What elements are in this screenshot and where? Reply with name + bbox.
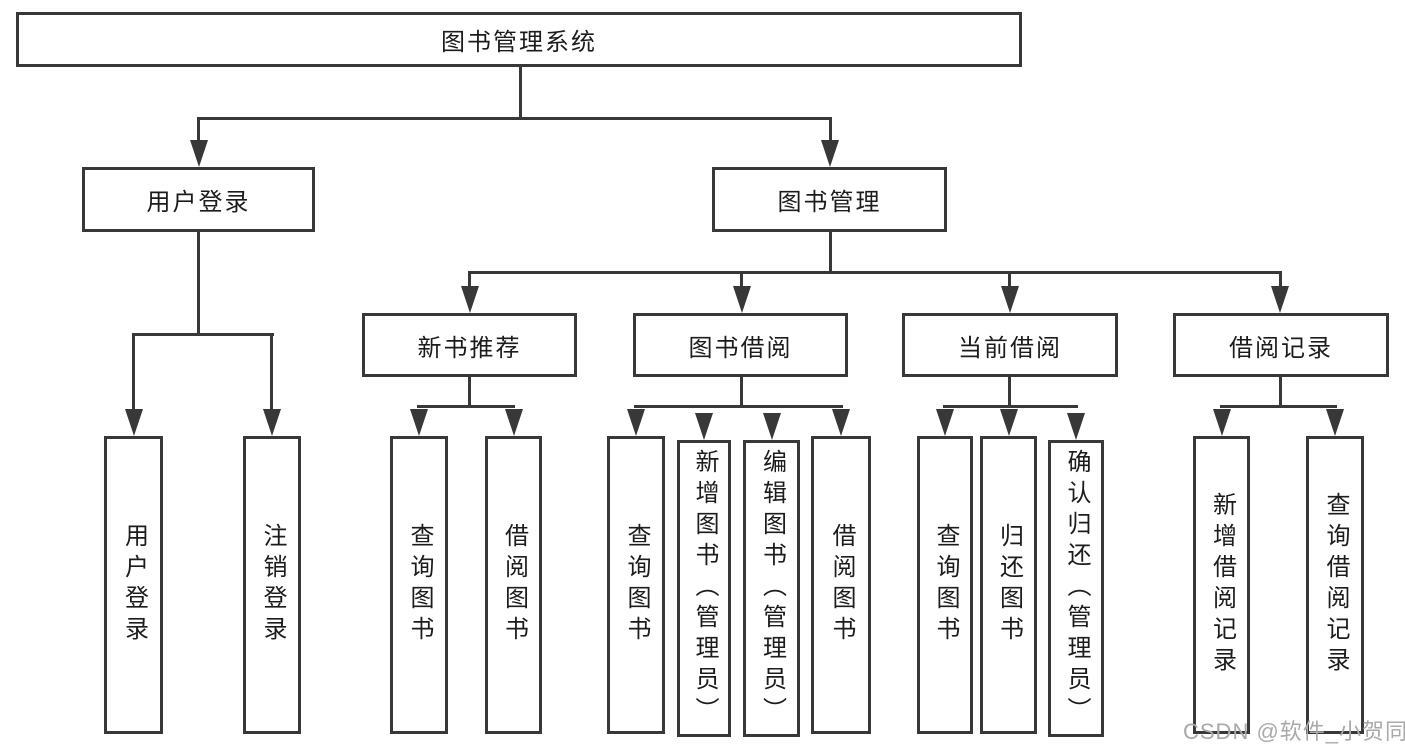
leaf-label: 编辑图书（管理员） xyxy=(758,449,786,728)
node-root-label: 图书管理系统 xyxy=(441,29,597,56)
arrow-down-icon xyxy=(505,409,523,436)
arrow-down-icon xyxy=(1271,286,1289,313)
leaf-label: 借阅图书 xyxy=(500,523,528,647)
connector-records-vertical xyxy=(1279,377,1282,408)
leaf-borrow-add-admin: 新增图书（管理员） xyxy=(677,440,731,737)
connector-root-drop-left xyxy=(197,117,200,143)
leaf-current-return: 归还图书 xyxy=(980,436,1037,734)
connector-borrow-horizontal xyxy=(634,405,843,408)
node-root-library-system: 图书管理系统 xyxy=(16,12,1022,67)
arrow-down-icon xyxy=(1000,409,1018,436)
connector-root-horizontal xyxy=(197,117,832,120)
node-user-login-label: 用户登录 xyxy=(146,189,251,216)
connector-manage-drop-3 xyxy=(1008,271,1011,289)
leaf-label: 确认归还（管理员） xyxy=(1063,449,1090,728)
connector-manage-drop-2 xyxy=(740,271,743,289)
leaf-label: 新增图书（管理员） xyxy=(691,449,718,728)
arrow-down-icon xyxy=(125,409,143,436)
leaf-newbook-borrow: 借阅图书 xyxy=(485,436,542,734)
arrow-down-icon xyxy=(1067,413,1085,440)
arrow-down-icon xyxy=(1213,409,1231,436)
arrow-down-icon xyxy=(936,409,954,436)
arrow-down-icon xyxy=(410,409,428,436)
leaf-logout: 注销登录 xyxy=(243,436,301,734)
leaf-borrow-query: 查询图书 xyxy=(607,436,665,734)
connector-borrow-vertical xyxy=(740,377,743,408)
connector-manage-drop-1 xyxy=(468,271,471,289)
connector-newbook-vertical xyxy=(468,377,471,408)
leaf-label: 用户登录 xyxy=(120,523,148,647)
leaf-newbook-query: 查询图书 xyxy=(390,436,448,734)
leaf-label: 归还图书 xyxy=(995,523,1023,647)
leaf-label: 查询借阅记录 xyxy=(1322,492,1349,678)
leaf-borrow-borrow: 借阅图书 xyxy=(811,436,871,734)
connector-login-vertical xyxy=(197,232,200,336)
connector-root-drop-right xyxy=(829,117,832,143)
arrow-down-icon xyxy=(1326,409,1344,436)
node-book-borrow-label: 图书借阅 xyxy=(688,334,793,362)
leaf-borrow-edit-admin: 编辑图书（管理员） xyxy=(743,440,800,737)
connector-manage-drop-4 xyxy=(1279,271,1282,289)
arrow-down-icon xyxy=(763,413,781,440)
leaf-records-add: 新增借阅记录 xyxy=(1193,436,1250,734)
arrow-down-icon xyxy=(832,409,850,436)
arrow-down-icon xyxy=(821,140,839,167)
connector-manage-horizontal xyxy=(468,271,1282,274)
node-book-manage: 图书管理 xyxy=(712,167,947,232)
arrow-down-icon xyxy=(695,413,713,440)
connector-records-horizontal xyxy=(1220,405,1337,408)
leaf-records-query: 查询借阅记录 xyxy=(1306,436,1364,734)
connector-login-drop-1 xyxy=(132,333,135,411)
watermark: CSDN @软件_小贺同学 xyxy=(1183,719,1405,744)
connector-current-vertical xyxy=(1008,377,1011,408)
node-book-borrow: 图书借阅 xyxy=(633,313,848,377)
connector-newbook-horizontal xyxy=(417,405,515,408)
node-user-login: 用户登录 xyxy=(82,167,315,232)
arrow-down-icon xyxy=(1001,286,1019,313)
node-borrow-records-label: 借阅记录 xyxy=(1229,334,1333,362)
node-borrow-records: 借阅记录 xyxy=(1173,313,1389,377)
leaf-current-query: 查询图书 xyxy=(917,436,973,734)
leaf-label: 查询图书 xyxy=(623,523,650,647)
leaf-label: 注销登录 xyxy=(259,523,286,647)
leaf-label: 查询图书 xyxy=(932,523,959,647)
arrow-down-icon xyxy=(263,409,281,436)
node-current-borrow: 当前借阅 xyxy=(902,313,1118,377)
node-new-book-label: 新书推荐 xyxy=(417,334,522,362)
node-book-manage-label: 图书管理 xyxy=(777,189,882,216)
arrow-down-icon xyxy=(733,286,751,313)
connector-current-horizontal xyxy=(943,405,1078,408)
leaf-current-confirm-admin: 确认归还（管理员） xyxy=(1048,440,1104,737)
leaf-label: 借阅图书 xyxy=(828,523,855,647)
connector-login-drop-2 xyxy=(270,333,273,411)
arrow-down-icon xyxy=(627,409,645,436)
arrow-down-icon xyxy=(190,140,208,167)
connector-login-horizontal xyxy=(132,333,274,336)
node-new-book: 新书推荐 xyxy=(362,313,577,377)
node-current-borrow-label: 当前借阅 xyxy=(958,334,1062,362)
connector-manage-vertical xyxy=(829,232,832,274)
leaf-label: 新增借阅记录 xyxy=(1208,492,1236,678)
leaf-label: 查询图书 xyxy=(406,523,433,647)
leaf-user-login: 用户登录 xyxy=(104,436,163,734)
connector-root-vertical xyxy=(519,67,522,119)
arrow-down-icon xyxy=(461,286,479,313)
